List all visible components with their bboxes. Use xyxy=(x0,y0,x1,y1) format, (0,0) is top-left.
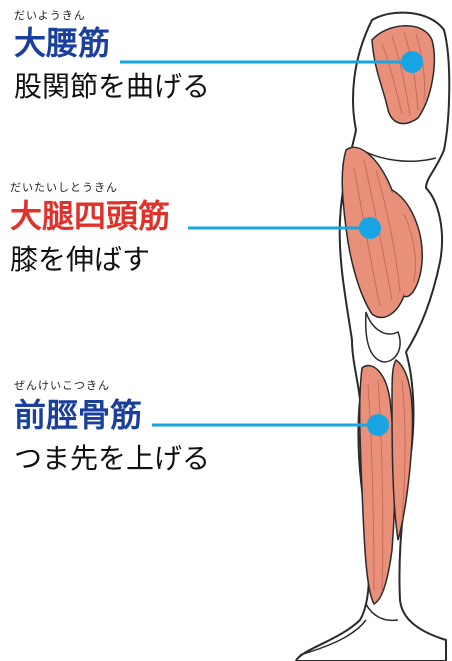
tibialis-marker-dot xyxy=(367,414,389,436)
muscle-block-quadriceps: だいたいしとうきん 大腿四頭筋 膝を伸ばす xyxy=(10,182,170,277)
muscle-block-tibialis: ぜんけいこつきん 前脛骨筋 つま先を上げる xyxy=(14,380,210,476)
muscle-ruby: だいたいしとうきん xyxy=(10,182,170,194)
tibialis-anterior-illustration xyxy=(360,360,413,604)
muscle-ruby: だいようきん xyxy=(14,10,210,22)
muscle-description: 膝を伸ばす xyxy=(10,243,170,277)
muscle-block-psoas: だいようきん 大腰筋 股関節を曲げる xyxy=(14,10,210,104)
quadriceps-marker-dot xyxy=(359,217,381,239)
psoas-marker-dot xyxy=(401,51,423,73)
muscle-name: 大腰筋 xyxy=(14,24,210,62)
muscle-description: 股関節を曲げる xyxy=(14,70,210,104)
muscle-description: つま先を上げる xyxy=(14,442,210,476)
muscle-ruby: ぜんけいこつきん xyxy=(14,380,210,392)
muscle-name: 前脛骨筋 xyxy=(14,396,210,434)
muscle-name: 大腿四頭筋 xyxy=(10,197,170,235)
